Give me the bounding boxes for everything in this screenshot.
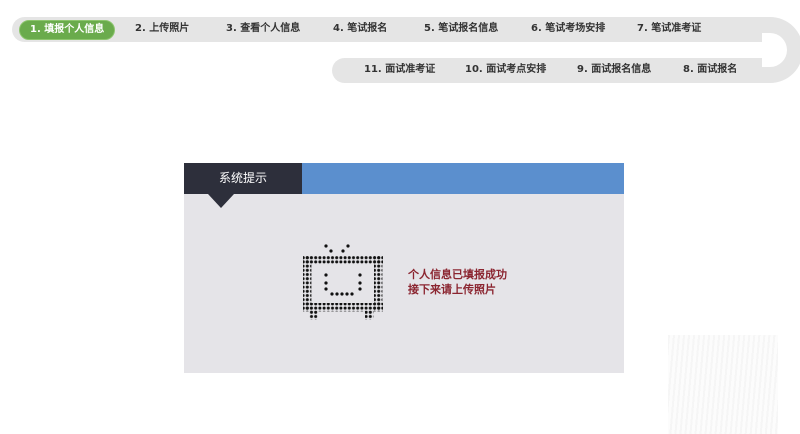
step-10-interview-venue[interactable]: 10. 面试考点安排: [465, 64, 547, 75]
step-5-written-signup-info[interactable]: 5. 笔试报名信息: [424, 23, 499, 34]
step-2-upload-photo[interactable]: 2. 上传照片: [135, 23, 190, 34]
message-line-2: 接下来请上传照片: [408, 283, 496, 296]
dialog-title-pointer: [208, 194, 234, 208]
step-3-view-info[interactable]: 3. 查看个人信息: [226, 23, 301, 34]
system-notice-dialog: 系统提示 个人信息已填报成功 接下来请上传照片: [184, 163, 624, 373]
background-texture: [668, 335, 778, 434]
dialog-title: 系统提示: [184, 163, 302, 194]
step-11-interview-admission-ticket[interactable]: 11. 面试准考证: [364, 64, 436, 75]
step-9-interview-signup-info[interactable]: 9. 面试报名信息: [577, 64, 652, 75]
step-4-written-signup[interactable]: 4. 笔试报名: [333, 23, 388, 34]
tv-icon: [303, 244, 383, 320]
track-curve: [737, 17, 800, 83]
step-1-fill-info[interactable]: 1. 填报个人信息: [19, 20, 116, 40]
track-bottom: [332, 58, 762, 83]
dialog-message: 个人信息已填报成功 接下来请上传照片: [408, 267, 507, 297]
step-7-written-admission-ticket[interactable]: 7. 笔试准考证: [637, 23, 702, 34]
message-line-1: 个人信息已填报成功: [408, 268, 507, 281]
step-6-written-exam-room[interactable]: 6. 笔试考场安排: [531, 23, 606, 34]
step-8-interview-signup[interactable]: 8. 面试报名: [683, 64, 738, 75]
track-top: [12, 17, 762, 42]
